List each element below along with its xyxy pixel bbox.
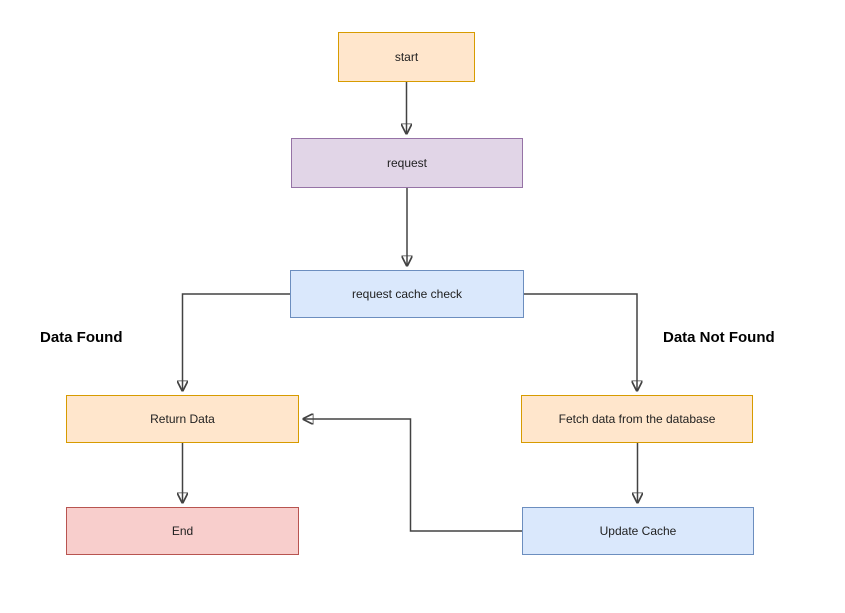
edge-label-data-found: Data Found <box>40 329 123 346</box>
node-return-data-label: Return Data <box>150 411 215 426</box>
node-start-label: start <box>394 49 419 64</box>
node-request-cache-check-label: request cache check <box>351 286 463 301</box>
node-fetch-data-label: Fetch data from the database <box>558 411 716 426</box>
node-end-label: End <box>171 523 194 538</box>
edge-cache-check-to-return-data <box>183 293 290 390</box>
node-request-label: request <box>386 155 428 170</box>
edge-cache-check-to-fetch-data <box>524 293 637 390</box>
node-request-cache-check: request cache check <box>290 270 524 318</box>
node-fetch-data: Fetch data from the database <box>521 395 753 443</box>
node-update-cache-label: Update Cache <box>599 523 677 538</box>
node-end: End <box>66 507 299 555</box>
node-return-data: Return Data <box>66 395 299 443</box>
edge-update-cache-to-return-data <box>304 419 522 532</box>
node-request: request <box>291 138 523 188</box>
node-start: start <box>338 32 475 82</box>
edge-label-data-not-found: Data Not Found <box>663 329 775 346</box>
node-update-cache: Update Cache <box>522 507 754 555</box>
